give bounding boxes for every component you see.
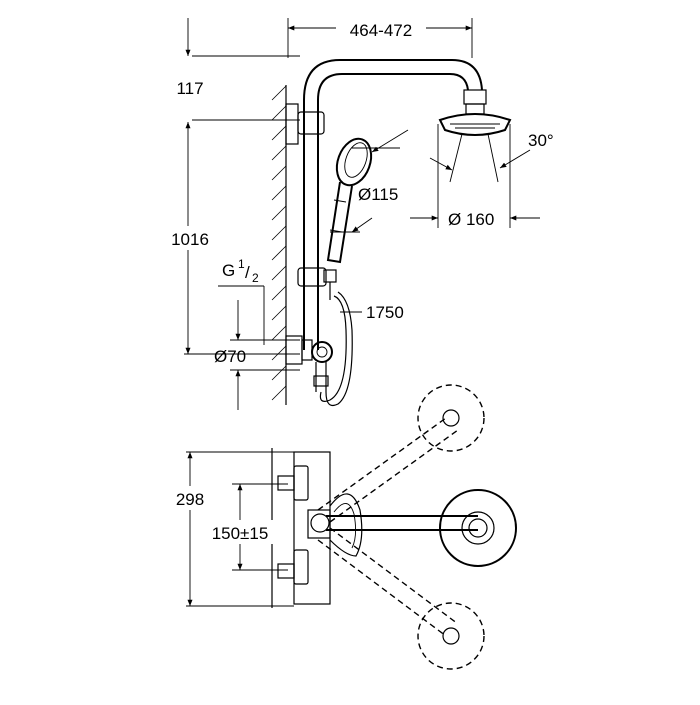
thread-slash: / xyxy=(245,263,250,282)
dim-top-width: 464-472 xyxy=(287,18,473,58)
label-arm-projection: 117 xyxy=(176,79,203,98)
front-view: 464-472 117 1016 G 1 / 2 xyxy=(164,18,554,410)
label-thermostat-height: 298 xyxy=(176,490,204,509)
head-shower xyxy=(438,89,512,136)
shower-arm-top xyxy=(310,513,478,533)
hand-shower xyxy=(326,137,373,264)
thermostat-front xyxy=(285,291,353,407)
head-shower-top xyxy=(439,489,517,567)
dim-thread: G 1 / 2 xyxy=(218,257,265,345)
label-inlet: Ø70 xyxy=(214,347,246,366)
dim-arm-projection: 117 xyxy=(176,18,300,121)
label-thread-g: G xyxy=(222,261,235,280)
rotation-paths xyxy=(317,384,485,670)
dim-inlet: Ø70 xyxy=(214,300,300,410)
hand-shower-top xyxy=(329,493,363,557)
dim-thermostat-height: 298 xyxy=(168,451,294,607)
wall xyxy=(271,85,287,405)
thermostat-top xyxy=(277,451,331,605)
label-top-width: 464-472 xyxy=(350,21,412,40)
top-view: 298 150±15 xyxy=(168,384,517,670)
dim-height: 1016 xyxy=(164,122,300,355)
shower-column xyxy=(285,59,483,350)
dim-spray-angle: 30° xyxy=(429,131,554,183)
label-spray-angle: 30° xyxy=(528,131,554,150)
label-thread-num: 1 xyxy=(238,257,245,271)
dim-hose: 1750 xyxy=(340,303,404,322)
label-center-distance: 150±15 xyxy=(212,524,269,543)
label-height: 1016 xyxy=(171,230,209,249)
dim-center-distance: 150±15 xyxy=(204,483,288,571)
label-hand-shower: Ø115 xyxy=(358,185,398,204)
label-thread-den: 2 xyxy=(252,271,259,285)
label-hose: 1750 xyxy=(366,303,404,322)
label-head-shower: Ø 160 xyxy=(448,210,494,229)
dim-hand-shower: Ø115 xyxy=(330,129,409,233)
dim-head-shower: Ø 160 xyxy=(410,124,540,229)
